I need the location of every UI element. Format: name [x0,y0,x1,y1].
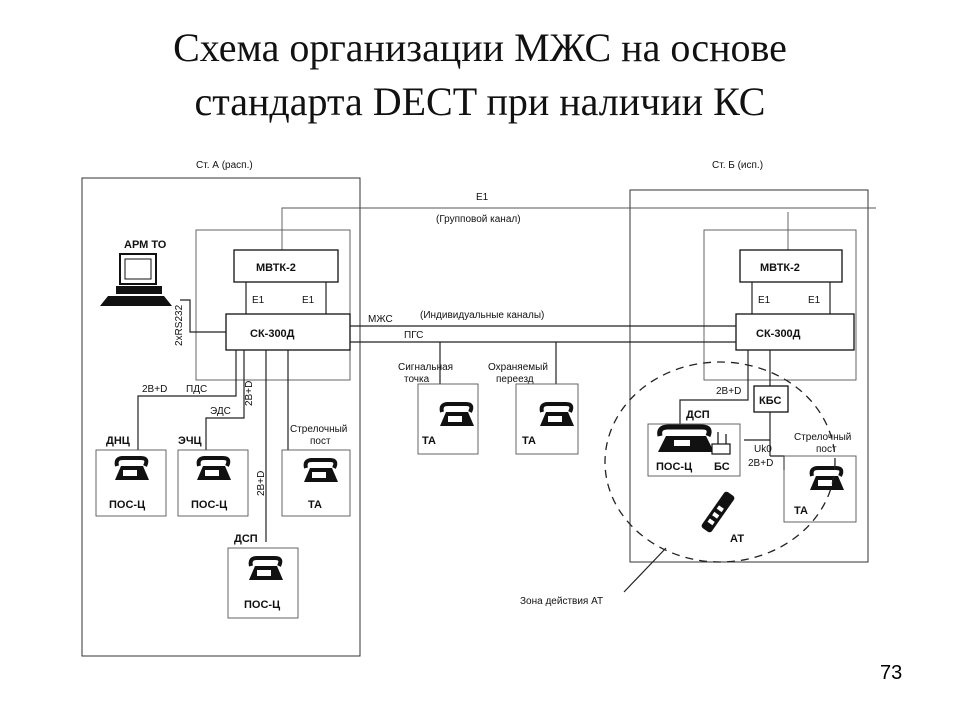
strel-a-line2: пост [310,436,331,447]
station-b-pos-label: ПОС-Ц [656,461,692,473]
echc-device-box [177,449,249,517]
pos3-label: ПОС-Ц [244,599,280,611]
eds-label: ЭДС [210,406,231,417]
station-b-ta-label: ТА [794,505,808,517]
cordless-handset-icon [701,491,735,533]
pgs-label: ПГС [404,330,423,341]
station-a-label: Ст. А (расп.) [196,160,253,171]
strel-b-line2: пост [816,444,837,455]
mzhs-label: МЖС [368,314,393,325]
ta2-label: ТА [522,435,536,447]
station-b-label: Ст. Б (исп.) [712,160,763,171]
station-a-mvtk-label: МВТК-2 [256,262,296,274]
dsp-a-device-box [227,547,299,619]
b2d-2-label: 2B+D [748,458,773,469]
zone-label: Зона действия АТ [520,596,603,607]
at-coverage-zone [604,361,836,563]
dsp-b-label: ДСП [686,409,710,421]
dsp-a-label: ДСП [234,533,258,545]
station-b-e1-left: E1 [758,295,771,306]
station-a-e1-left: E1 [252,295,265,306]
bs-label: БС [714,461,730,473]
at-label: АТ [730,533,744,545]
b2d-left-label: 2B+D [142,384,167,395]
b2d-vert2-label: 2B+D [256,471,267,496]
strel-a-device-box [281,449,351,517]
echc-label: ЭЧЦ [178,435,202,447]
strel-b-device-box [783,455,857,523]
station-b-mvtk-label: МВТК-2 [760,262,800,274]
station-a-sk-box [225,313,351,351]
phone-icon [658,427,714,452]
station-b-inner-frame [703,229,857,381]
phone-icon [113,456,151,482]
pds-label: ПДС [186,384,207,395]
base-station-icon [711,432,731,455]
computer-icon [100,253,172,306]
b2d-vert1-label: 2B+D [244,381,255,406]
dsp-b-device-box [647,423,741,477]
pos1-label: ПОС-Ц [109,499,145,511]
pos2-label: ПОС-Ц [191,499,227,511]
station-b-b2d-label: 2B+D [716,386,741,397]
phone-icon [195,456,233,482]
guarded-label-1: Охраняемый [488,362,548,373]
page-number: 73 [880,662,903,684]
station-b-e1-right: E1 [808,295,821,306]
station-a-sk-label: СК-300Д [250,328,295,340]
strel-a-line1: Стрелочный [290,424,347,435]
ta-a-label: ТА [308,499,322,511]
signal-point-box [417,383,479,455]
station-a-mvtk-box [233,249,339,283]
e1-group-line [281,207,876,250]
phone-icon [808,466,846,492]
uk0-label: Uk0 [754,444,772,455]
station-b-frame [629,189,869,563]
dnc-device-box [95,449,167,517]
station-a-frame [81,177,361,657]
station-b-sk-box [735,313,855,351]
kbs-box [753,385,789,413]
e1-top-label: E1 [476,192,489,203]
title-line-1: Схема организации МЖС на основе [173,25,787,70]
dnc-label: ДНЦ [106,435,130,447]
station-b-sk-label: СК-300Д [756,328,801,340]
signal-label-1: Сигнальная [398,362,453,373]
phone-icon [538,402,576,428]
guarded-crossing-box [515,383,579,455]
rs232-label: 2xRS232 [174,304,185,346]
arm-label: АРМ ТО [124,239,167,251]
individual-channels-label: (Индивидуальные каналы) [420,310,544,321]
phone-icon [438,402,476,428]
ta1-label: ТА [422,435,436,447]
strel-b-line1: Стрелочный [794,432,851,443]
signal-label-2: точка [404,374,430,385]
station-a-inner-frame [195,229,351,381]
group-channel-label: (Групповой канал) [436,214,521,225]
station-b-mvtk-box [739,249,843,283]
station-a-e1-right: E1 [302,295,315,306]
title-line-2: стандарта DECT при наличии КС [194,79,766,124]
phone-icon [302,458,340,484]
phone-icon [247,556,285,582]
kbs-label: КБС [759,395,781,407]
guarded-label-2: переезд [496,374,534,385]
